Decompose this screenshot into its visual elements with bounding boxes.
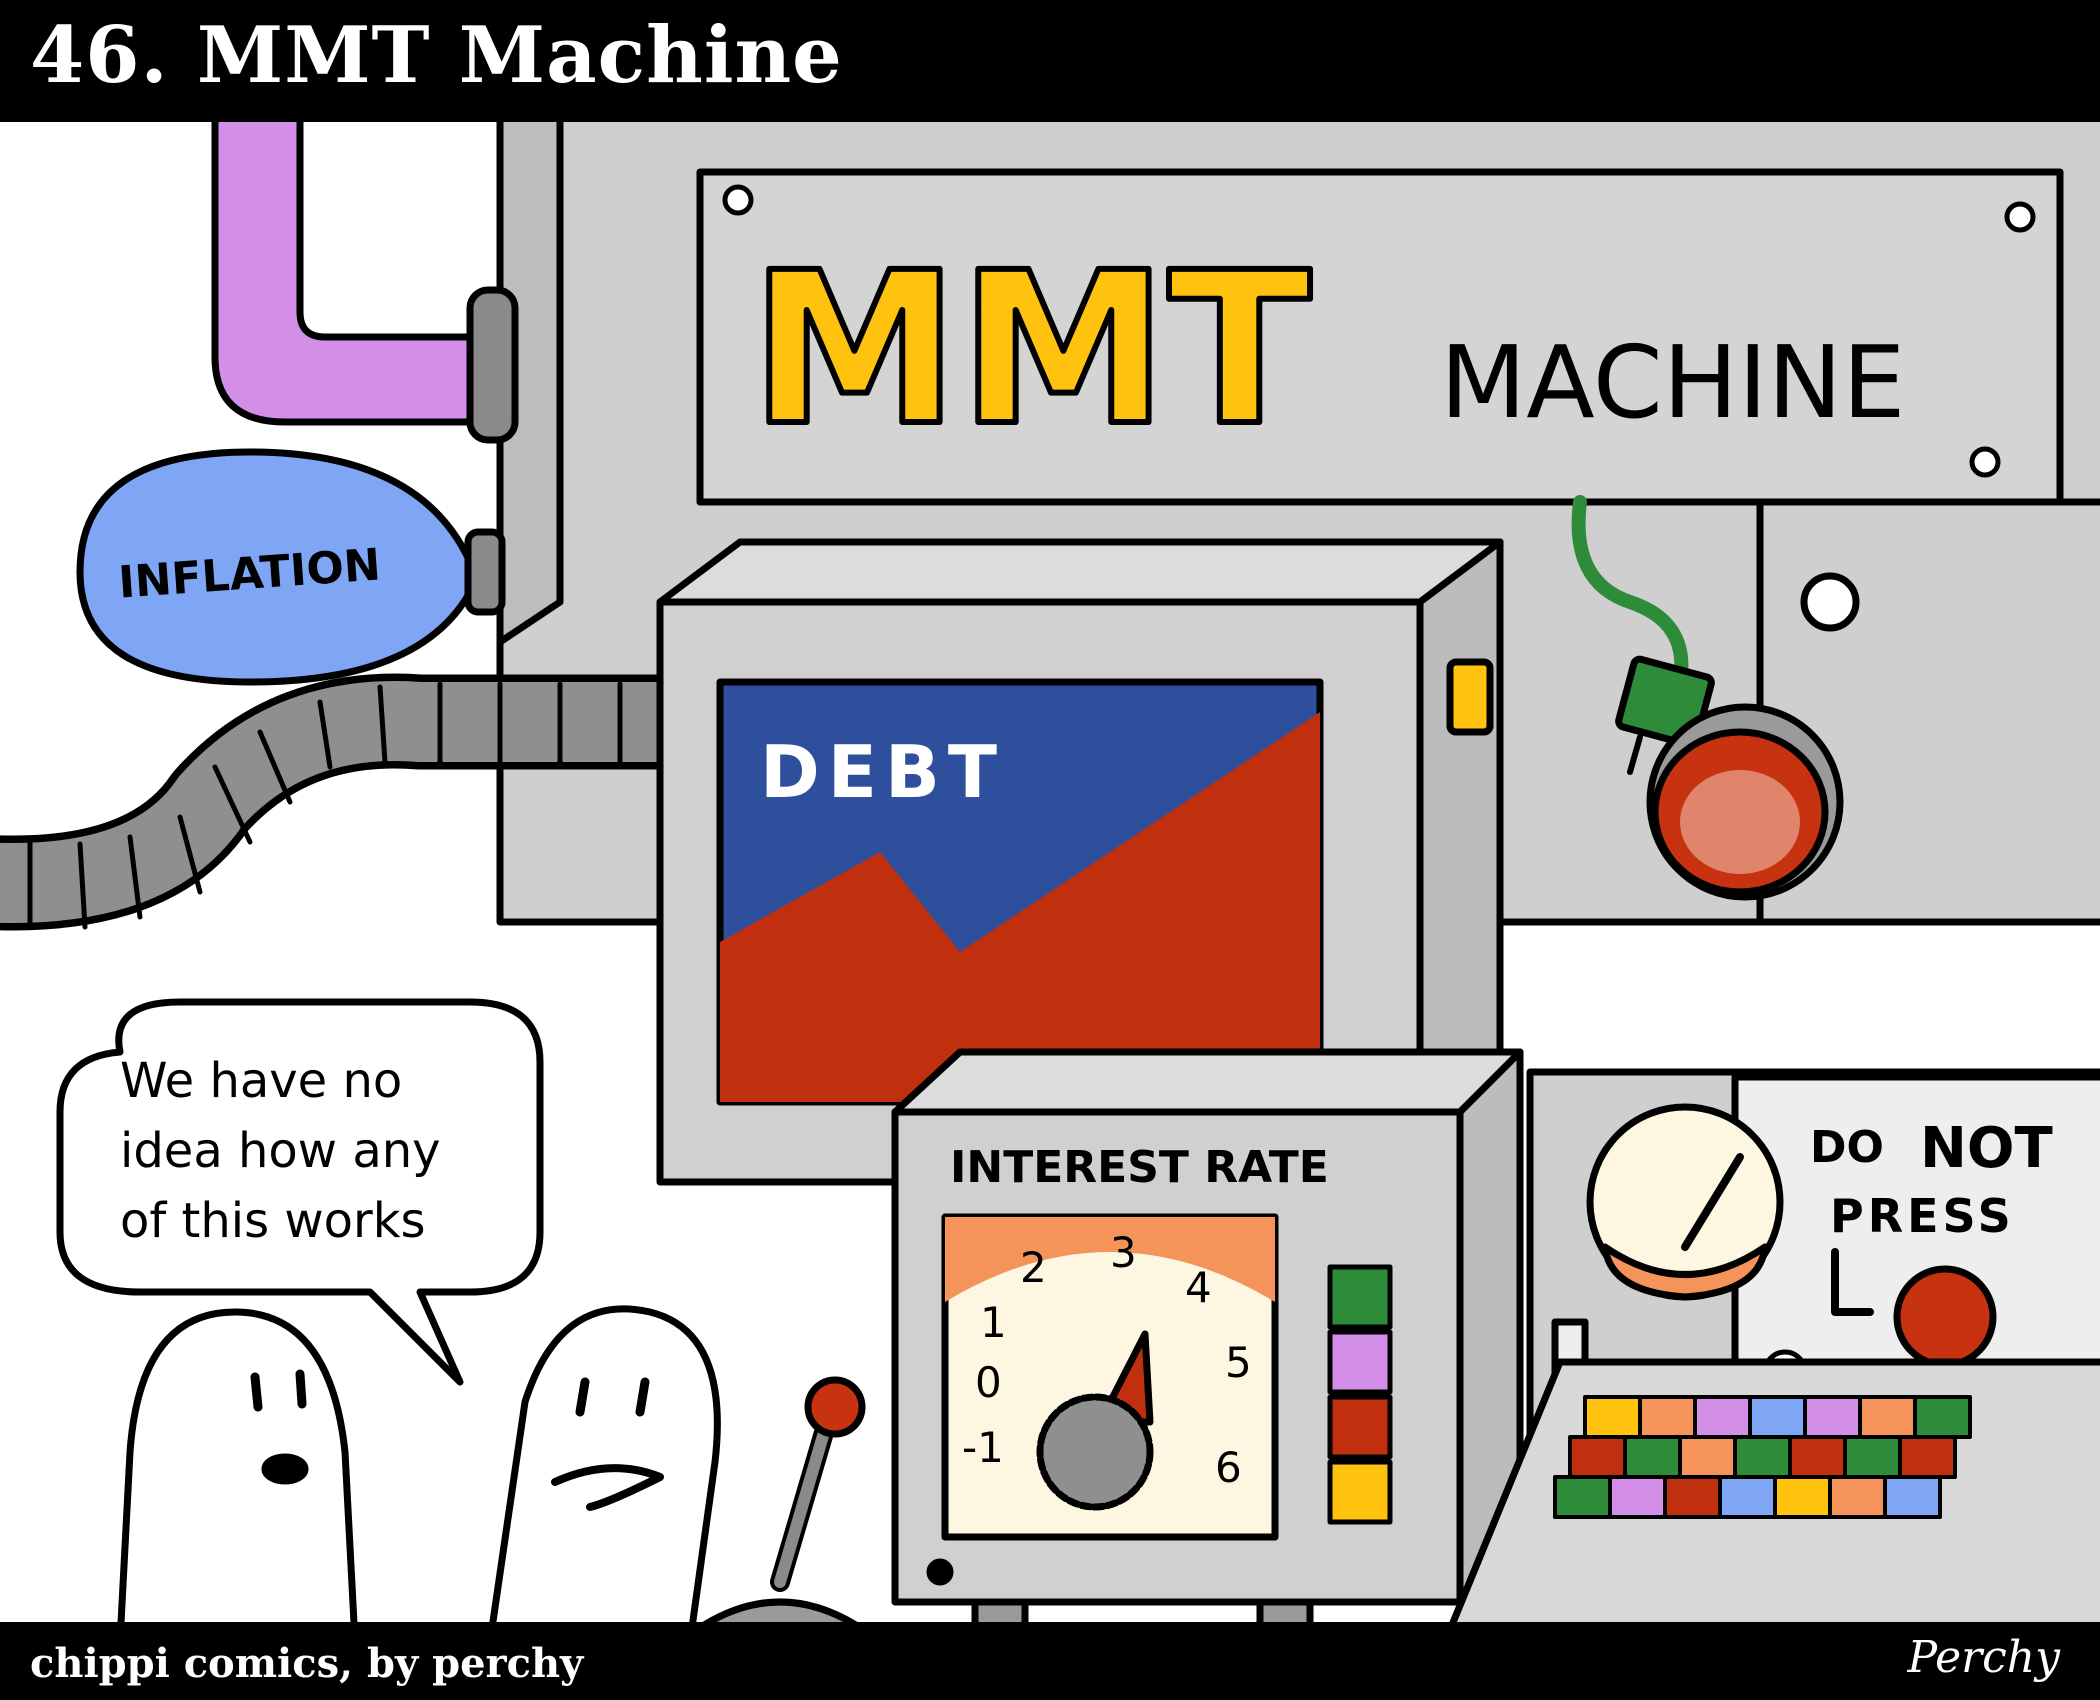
character-left-mouth	[261, 1453, 309, 1485]
key	[1788, 1435, 1847, 1479]
character-left-eye	[295, 1369, 307, 1409]
inflation-bulb	[76, 448, 474, 686]
comic-panel: INFLATION MMT MACHINE	[0, 122, 2100, 1622]
key	[1718, 1475, 1777, 1519]
key	[1748, 1395, 1807, 1439]
debt-label: DEBT	[760, 730, 1005, 814]
screw	[1800, 572, 1860, 632]
tick-6: 6	[1215, 1443, 1242, 1492]
character-right-eye	[635, 1377, 650, 1417]
comic-title: 46. MMT Machine	[30, 10, 843, 101]
artist-signature: Perchy	[1907, 1632, 2060, 1683]
sign-machine: MACHINE	[1440, 324, 1905, 441]
key	[1773, 1475, 1832, 1519]
debt-chart-area	[720, 712, 1320, 1102]
indicator-purple	[1327, 1329, 1393, 1395]
key	[1623, 1435, 1682, 1479]
key	[1898, 1435, 1957, 1479]
key	[1883, 1475, 1942, 1519]
key	[1733, 1435, 1792, 1479]
monitor-switch	[1446, 658, 1494, 736]
gauge-level	[1601, 1243, 1769, 1301]
key	[1843, 1435, 1902, 1479]
key	[1803, 1395, 1862, 1439]
tick-0: 0	[975, 1358, 1002, 1407]
sign-mmt: MMT	[750, 227, 1311, 472]
pipe-elbow	[211, 122, 479, 426]
monitor-top	[656, 538, 1504, 606]
warning-press: PRESS	[1830, 1189, 2015, 1243]
machine-sign	[696, 168, 2064, 506]
key	[1608, 1475, 1667, 1519]
key	[1583, 1395, 1642, 1439]
rate-box-top	[891, 1048, 1524, 1116]
tick-m1: -1	[962, 1423, 1004, 1472]
title-bar: 46. MMT Machine	[0, 0, 2100, 122]
credit-text: chippi comics, by perchy	[30, 1640, 584, 1687]
leg-right	[1256, 1598, 1314, 1622]
key	[1828, 1475, 1887, 1519]
tick-2: 2	[1020, 1243, 1047, 1292]
rate-dial-band	[945, 1217, 1275, 1302]
key	[1553, 1475, 1612, 1519]
key	[1858, 1395, 1917, 1439]
character-left	[117, 1308, 358, 1622]
speech-line-2: idea how any	[120, 1123, 441, 1179]
speech-line-1: We have no	[120, 1053, 402, 1109]
character-left-eye	[250, 1372, 263, 1412]
lever-knob	[804, 1376, 866, 1438]
gauge-needle	[1681, 1153, 1744, 1251]
key	[1568, 1435, 1627, 1479]
power-cord	[1571, 495, 1689, 689]
tick-1: 1	[980, 1298, 1007, 1347]
footer-bar: chippi comics, by perchy Perchy	[0, 1622, 2100, 1700]
indicator-green	[1327, 1264, 1393, 1330]
hose	[0, 681, 700, 923]
warning-do: DO	[1810, 1122, 1884, 1173]
pipe-flange	[466, 286, 519, 444]
bulb-socket	[464, 528, 506, 616]
character-right-mouth	[551, 1464, 664, 1511]
character-right-eye	[575, 1377, 590, 1417]
rate-box-screw	[926, 1558, 954, 1586]
tick-4: 4	[1185, 1263, 1212, 1312]
speech-line-3: of this works	[120, 1193, 426, 1249]
key	[1663, 1475, 1722, 1519]
lever-base	[702, 1598, 858, 1622]
indicator-red	[1327, 1394, 1393, 1460]
comic-illustration: INFLATION MMT MACHINE	[0, 122, 2100, 1622]
speech-bubble	[56, 998, 544, 1386]
key	[1913, 1395, 1972, 1439]
rate-knob	[1036, 1393, 1154, 1511]
key	[1678, 1435, 1737, 1479]
do-not-press-button	[1893, 1265, 1997, 1369]
leg-left	[971, 1598, 1029, 1622]
tick-3: 3	[1110, 1228, 1137, 1277]
key	[1638, 1395, 1697, 1439]
warning-not: NOT	[1920, 1116, 2053, 1181]
big-red-button-highlight	[1680, 770, 1800, 874]
machine-side	[496, 122, 564, 646]
warning-arrow	[1831, 1248, 1874, 1316]
indicator-yellow	[1327, 1459, 1393, 1525]
rate-label: INTEREST RATE	[950, 1142, 1329, 1193]
key	[1693, 1395, 1752, 1439]
lever-stick	[774, 1406, 836, 1588]
tick-5: 5	[1225, 1338, 1252, 1387]
